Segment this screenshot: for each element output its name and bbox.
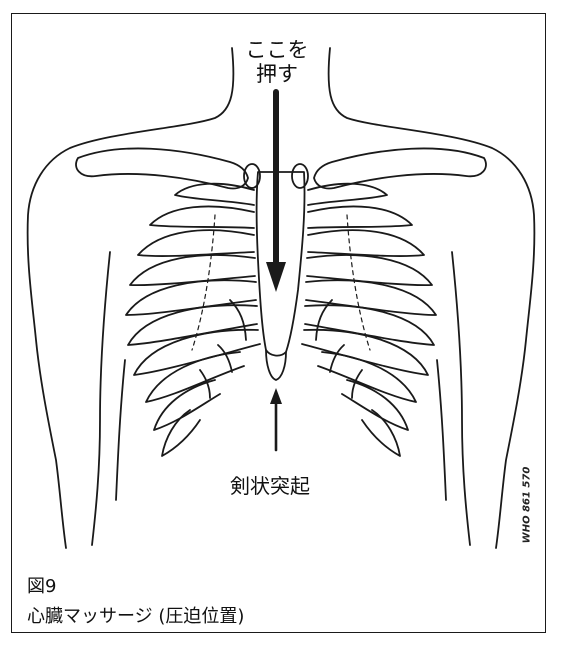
- left-arm-inner: [92, 252, 110, 545]
- right-ribs: [302, 184, 436, 456]
- figure-caption: 心臓マッサージ (圧迫位置): [27, 602, 244, 628]
- right-flank: [437, 360, 446, 500]
- left-clavicle: [76, 148, 248, 188]
- left-flank: [116, 360, 125, 500]
- right-clavicle: [314, 148, 486, 188]
- xiphoid-arrow: [270, 388, 282, 450]
- who-source-code: WHO 861 570: [522, 467, 533, 544]
- press-here-line2: 押す: [232, 62, 322, 86]
- left-ribs: [126, 184, 260, 456]
- press-arrow: [266, 92, 286, 292]
- press-here-label: ここを 押す: [232, 38, 322, 86]
- torso-outline-left: [28, 48, 234, 548]
- torso-outline-right: [329, 48, 535, 548]
- right-clavicle-head: [292, 164, 308, 188]
- press-here-line1: ここを: [232, 38, 322, 62]
- right-arm-inner: [452, 252, 470, 545]
- figure-number: 図9: [27, 572, 56, 598]
- xiphoid-label: 剣状突起: [230, 470, 310, 499]
